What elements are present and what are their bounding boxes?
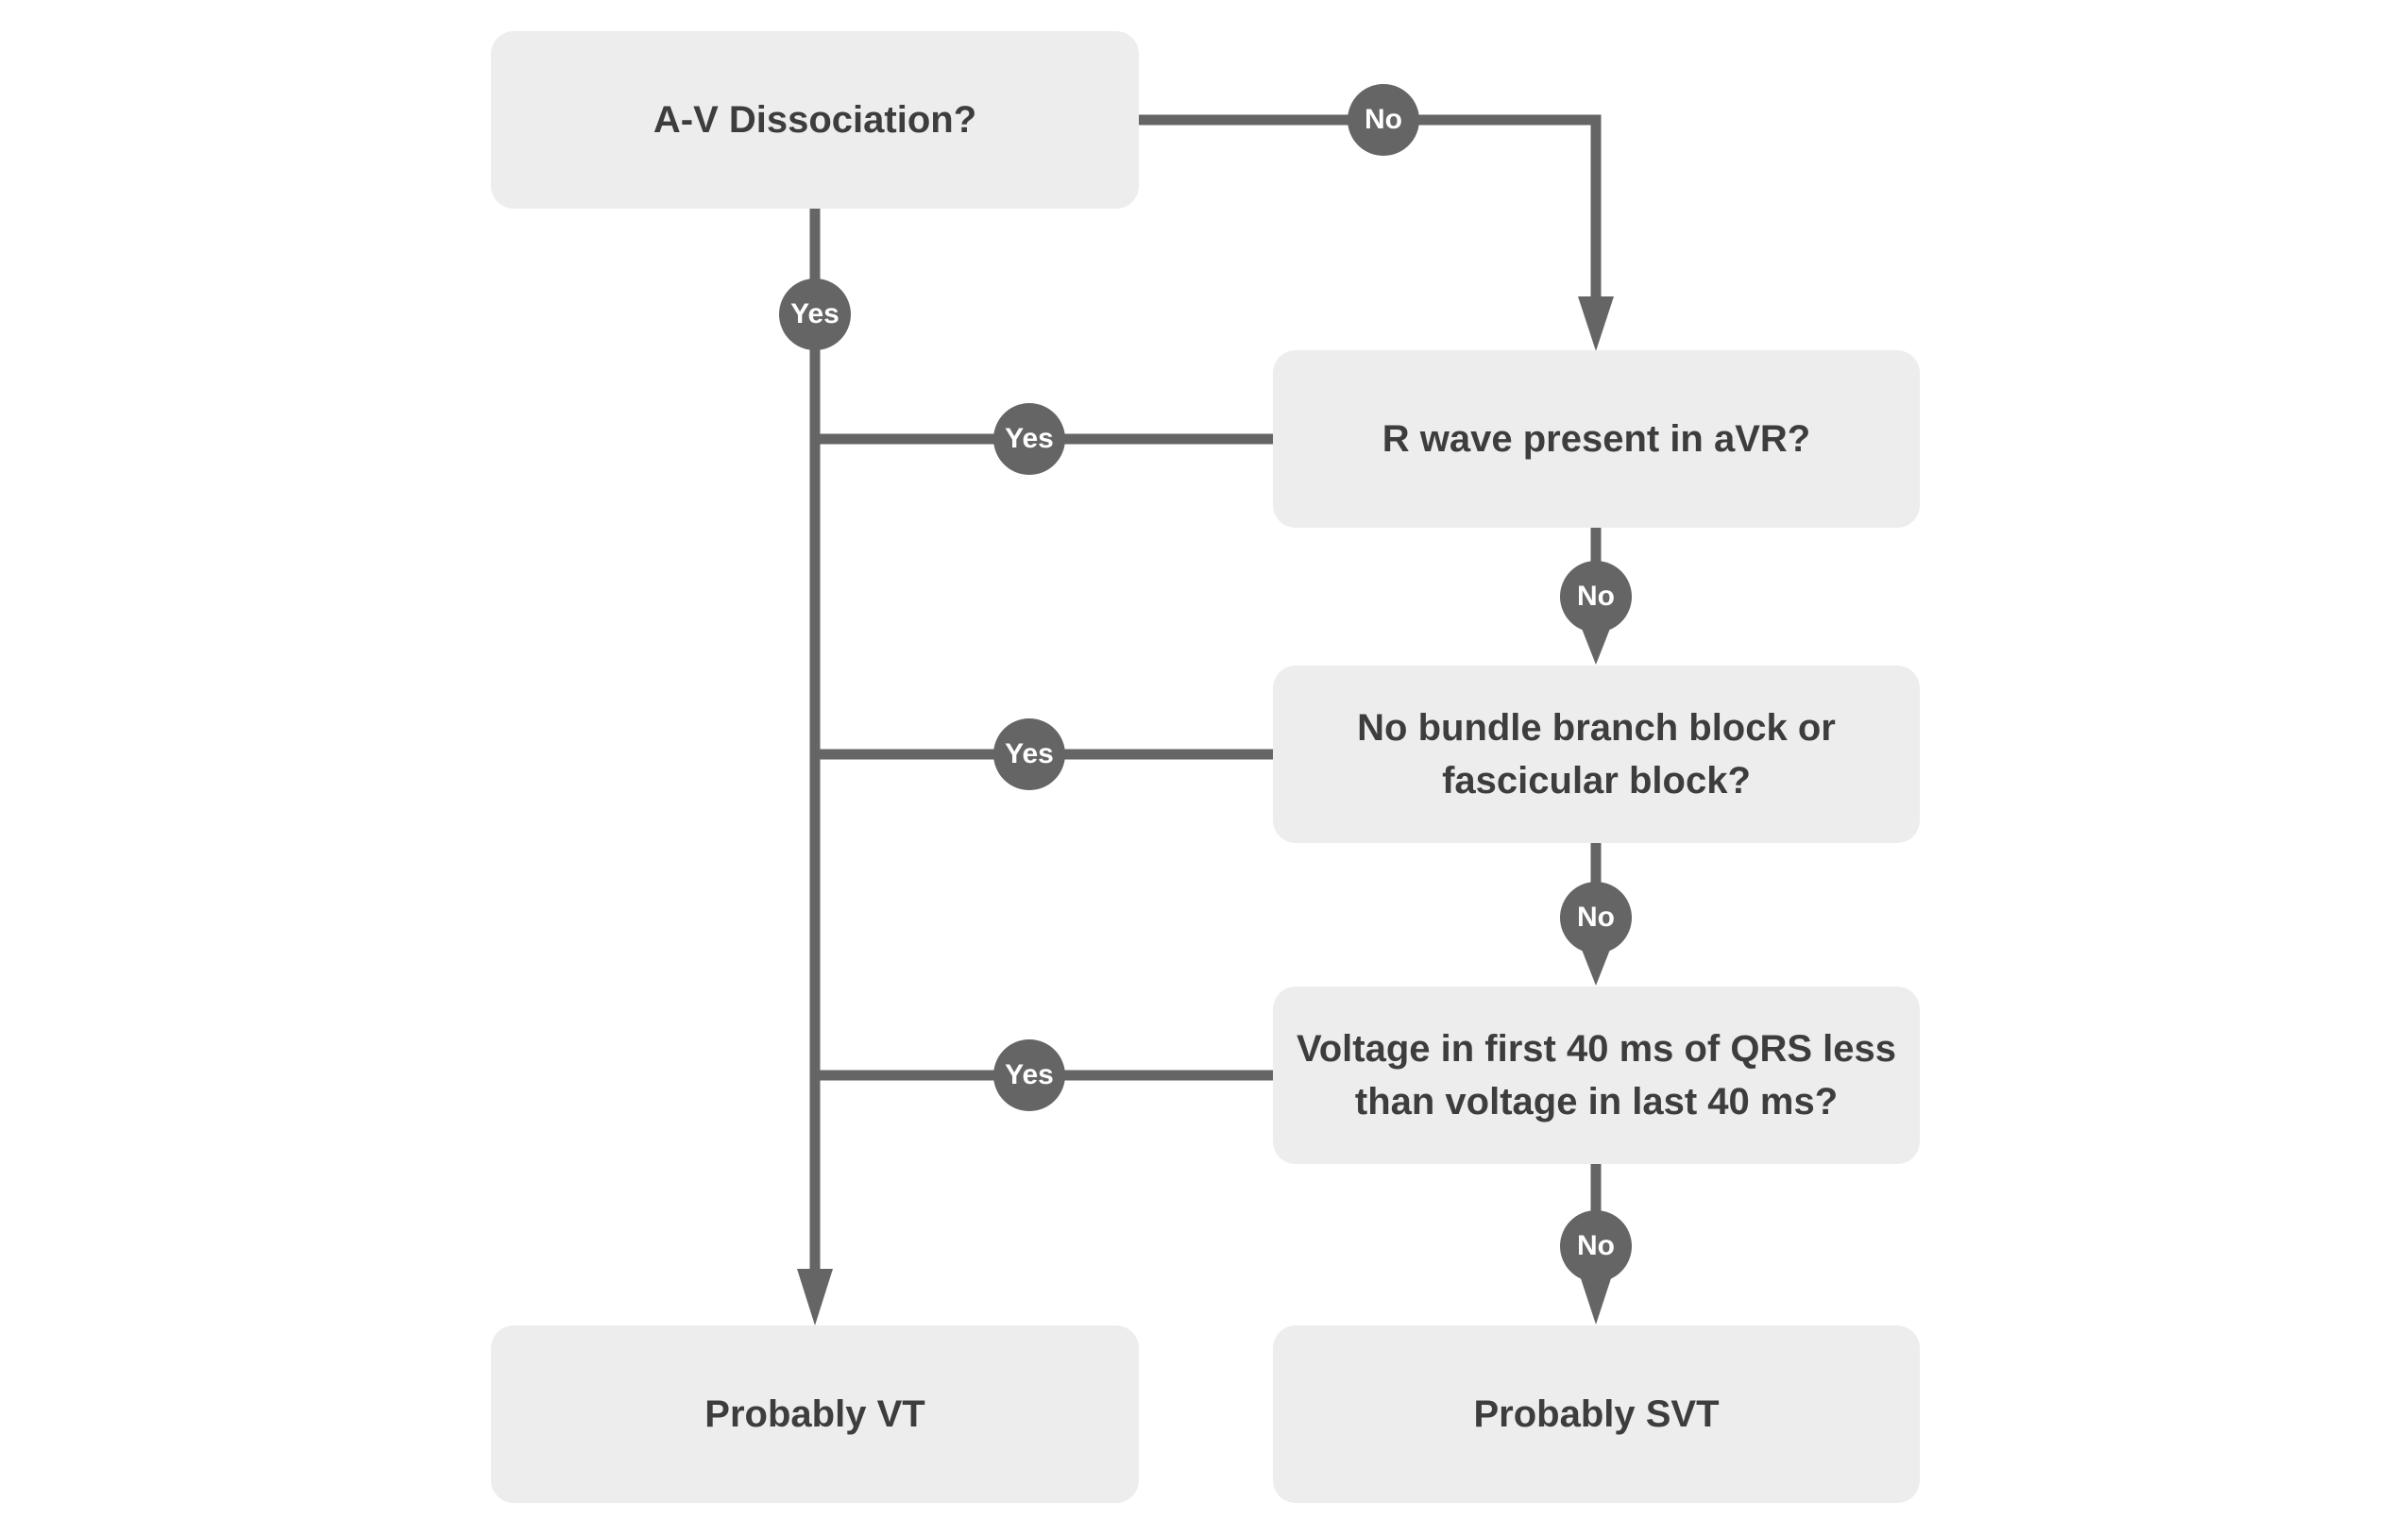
connector-q1-q2	[1139, 114, 1602, 302]
badge-no-q3-q4: No	[1560, 882, 1632, 954]
badge-no-q1-q2: No	[1348, 84, 1419, 156]
badge-no-q4-svt: No	[1560, 1210, 1632, 1282]
badge-yes-q2-vt: Yes	[993, 403, 1065, 475]
node-voltage-40ms: Voltage in first 40 ms of QRS less than …	[1273, 987, 1920, 1164]
arrowhead-into-vt-icon	[797, 1269, 833, 1325]
badge-yes-q1-vt: Yes	[779, 278, 851, 350]
badge-yes-q3-vt: Yes	[993, 718, 1065, 790]
node-probably-svt-label: Probably SVT	[1473, 1393, 1720, 1435]
node-voltage-40ms-label: Voltage in first 40 ms of QRS less than …	[1297, 1028, 1896, 1122]
badge-yes-q4-vt: Yes	[993, 1039, 1065, 1111]
node-av-dissociation-label: A-V Dissociation?	[653, 99, 977, 141]
node-probably-vt-label: Probably VT	[704, 1393, 925, 1435]
node-av-dissociation: A-V Dissociation?	[491, 31, 1139, 209]
node-probably-svt: Probably SVT	[1273, 1325, 1920, 1503]
node-bundle-branch-block: No bundle branch block or fascicular blo…	[1273, 666, 1920, 843]
node-probably-vt: Probably VT	[491, 1325, 1139, 1503]
node-r-wave-avr-label: R wave present in aVR?	[1382, 418, 1811, 460]
arrowhead-into-q2-icon	[1578, 296, 1614, 351]
node-bundle-branch-block-label: No bundle branch block or fascicular blo…	[1357, 707, 1836, 802]
node-r-wave-avr: R wave present in aVR?	[1273, 350, 1920, 528]
badge-no-q2-q3: No	[1560, 561, 1632, 633]
